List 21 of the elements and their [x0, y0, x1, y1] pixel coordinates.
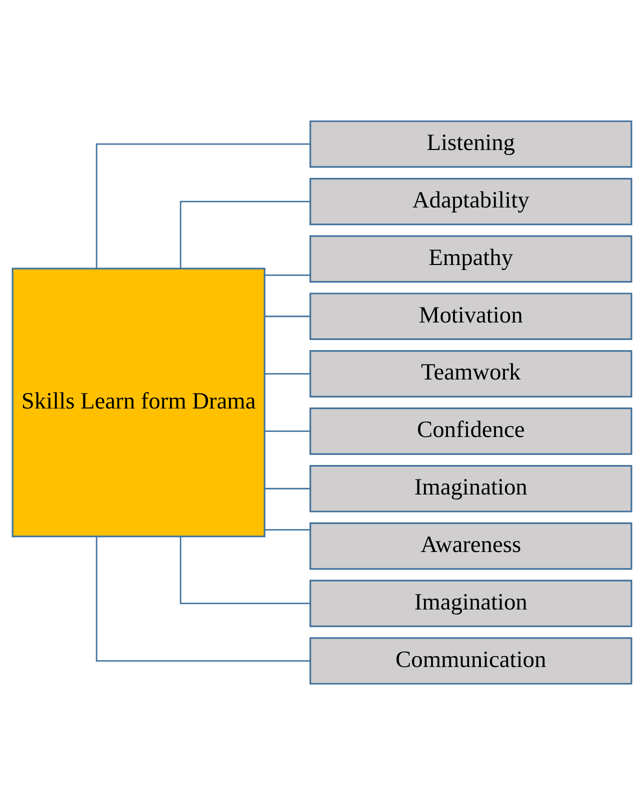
connector [180, 536, 310, 604]
connector [96, 142, 310, 268]
node-box: Confidence [310, 407, 632, 454]
node-box: Imagination [310, 579, 632, 627]
connector [264, 372, 310, 374]
node-box: Listening [310, 120, 632, 168]
node-box: Motivation [310, 292, 632, 340]
node-box: Empathy [310, 234, 632, 282]
node-box: Communication [310, 636, 632, 684]
node-box: Teamwork [310, 350, 632, 397]
connector [264, 274, 310, 276]
connector [180, 200, 310, 268]
connector [264, 430, 310, 432]
connector [264, 487, 310, 489]
connector [264, 528, 310, 530]
connector [264, 315, 310, 317]
node-box: Awareness [310, 522, 632, 570]
node-box: Adaptability [310, 177, 632, 225]
node-box: Skills Learn form Drama [12, 267, 266, 537]
node-box: Imagination [310, 464, 632, 512]
connector [96, 536, 310, 662]
